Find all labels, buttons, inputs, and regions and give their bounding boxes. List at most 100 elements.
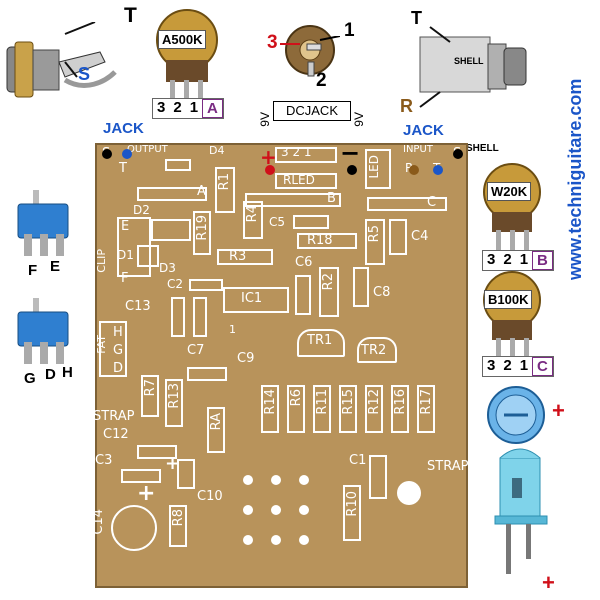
r6-outline: [287, 385, 305, 433]
pot-a-pins: 3 2 1 A: [152, 98, 224, 119]
r19-outline: [193, 211, 211, 255]
board-r3-label: R3: [229, 249, 247, 264]
d1-outline: [137, 245, 159, 267]
switch-top-f: F: [28, 262, 38, 279]
right-jack-title: JACK: [403, 122, 444, 139]
board-dc-plus: +: [260, 145, 277, 169]
fat-outline: [99, 321, 127, 377]
pot-b-pin-2: 2: [503, 251, 512, 268]
pot-a-pin-3: 3: [157, 99, 166, 116]
board-c8-label: C8: [373, 285, 391, 300]
board-ra-label: RA: [209, 413, 224, 431]
pot-c-pin-1: 1: [519, 357, 529, 374]
pot-b-pin-1: 1: [519, 251, 529, 268]
board-dc-pins: 3 2 1: [281, 145, 312, 159]
ra-outline: [207, 407, 225, 453]
pot-b-value: W20K: [487, 182, 532, 201]
board-r10-label: R10: [345, 491, 360, 517]
left-jack-icon: [6, 22, 117, 98]
right-jack-tip-label: T: [411, 8, 422, 28]
board-c7-label: C7: [187, 343, 205, 358]
pad-r-right: [409, 165, 419, 175]
dcjack-pin1-label: 1: [344, 20, 355, 41]
board-r19-label: R19: [195, 215, 210, 241]
capacitor-plus: +: [552, 398, 565, 423]
board-r18-label: R18: [307, 233, 333, 248]
board-t-left: T: [119, 161, 127, 176]
board-r14-label: R14: [263, 389, 278, 415]
switch-bottom-d: D: [45, 366, 56, 383]
grid-pad: [299, 505, 309, 515]
jack-sleeve-label: S: [78, 64, 91, 84]
grid-pad: [271, 505, 281, 515]
board-a-label: A: [197, 184, 206, 199]
board-input-label: INPUT: [403, 144, 433, 155]
board-tr1-label: TR1: [307, 333, 333, 348]
dc-jack-icon: [285, 25, 335, 77]
tr1-outline: [297, 329, 345, 357]
board-c6-label: C6: [295, 255, 313, 270]
board-d-label: D: [113, 361, 124, 376]
electrolytic-capacitor-icon: [487, 386, 545, 444]
board-r2-label: R2: [321, 273, 336, 291]
grid-pad: [243, 505, 253, 515]
led-plus: +: [542, 570, 555, 595]
board-r7-label: R7: [143, 379, 158, 397]
c14-outline: [111, 505, 157, 551]
board-c10-label: C10: [197, 489, 223, 504]
board-c1-label: C1: [349, 453, 367, 468]
pot-a-pin-1: 1: [189, 99, 199, 116]
board-rled-label: RLED: [283, 173, 315, 187]
board-d4-label: D4: [209, 144, 225, 157]
jack-tip-label: T: [124, 4, 137, 27]
pot-b-icon: [483, 163, 541, 250]
pad-t-left: [122, 149, 132, 159]
pot-a-pin-2: 2: [173, 99, 182, 116]
c5-outline: [293, 215, 329, 229]
led-outline: [365, 149, 391, 189]
board-c4-label: C4: [411, 229, 429, 244]
pot-c-pins: 3 2 1 C: [482, 356, 554, 377]
d4-outline: [165, 159, 191, 171]
toggle-switch-top-icon: [17, 190, 69, 256]
r8-outline: [169, 505, 187, 547]
board-r12-label: R12: [367, 389, 382, 415]
dcjack-leader-lines: [280, 36, 340, 45]
pot-a-letter: A: [202, 99, 223, 118]
c10a-outline: [177, 459, 195, 489]
pad-dc-minus: [347, 165, 357, 175]
board-c13-label: C13: [125, 299, 151, 314]
board-plus-2: +: [137, 481, 156, 506]
dcjack-left-voltage: 9V: [258, 112, 272, 127]
r2-outline: [319, 267, 339, 317]
r11-outline: [313, 385, 331, 433]
pot-b-letter: B: [532, 251, 553, 270]
board-r17-label: R17: [419, 389, 434, 415]
board-c5-label: C5: [269, 215, 286, 229]
r16-outline: [391, 385, 409, 433]
board-c2-label: C2: [167, 277, 184, 291]
r15-outline: [339, 385, 357, 433]
pot-c-letter: C: [532, 357, 553, 376]
grid-pad: [271, 535, 281, 545]
pot-a-icon: [156, 9, 218, 100]
grid-pad: [271, 475, 281, 485]
c7-outline: [187, 367, 227, 381]
board-dc-minus: −: [340, 139, 361, 167]
clip-outline: [117, 217, 151, 277]
pot-a-value: A500K: [158, 30, 207, 49]
dcjack-pin2-label: 2: [316, 70, 327, 91]
switch-bottom-h: H: [62, 364, 73, 381]
c4-outline: [389, 219, 407, 255]
r3-outline: [217, 249, 273, 265]
board-strap-right: STRAP: [427, 459, 469, 474]
c2-outline: [189, 279, 223, 291]
c6-outline: [295, 275, 311, 315]
rled-outline: [275, 173, 337, 189]
board-r11-label: R11: [315, 389, 330, 415]
board-c-label: C: [427, 195, 437, 210]
dcjack-name: DCJACK: [273, 101, 351, 121]
board-ic1-label: IC1: [241, 291, 263, 306]
r7-outline: [141, 375, 159, 417]
board-clip-label: CLIP: [95, 249, 108, 273]
